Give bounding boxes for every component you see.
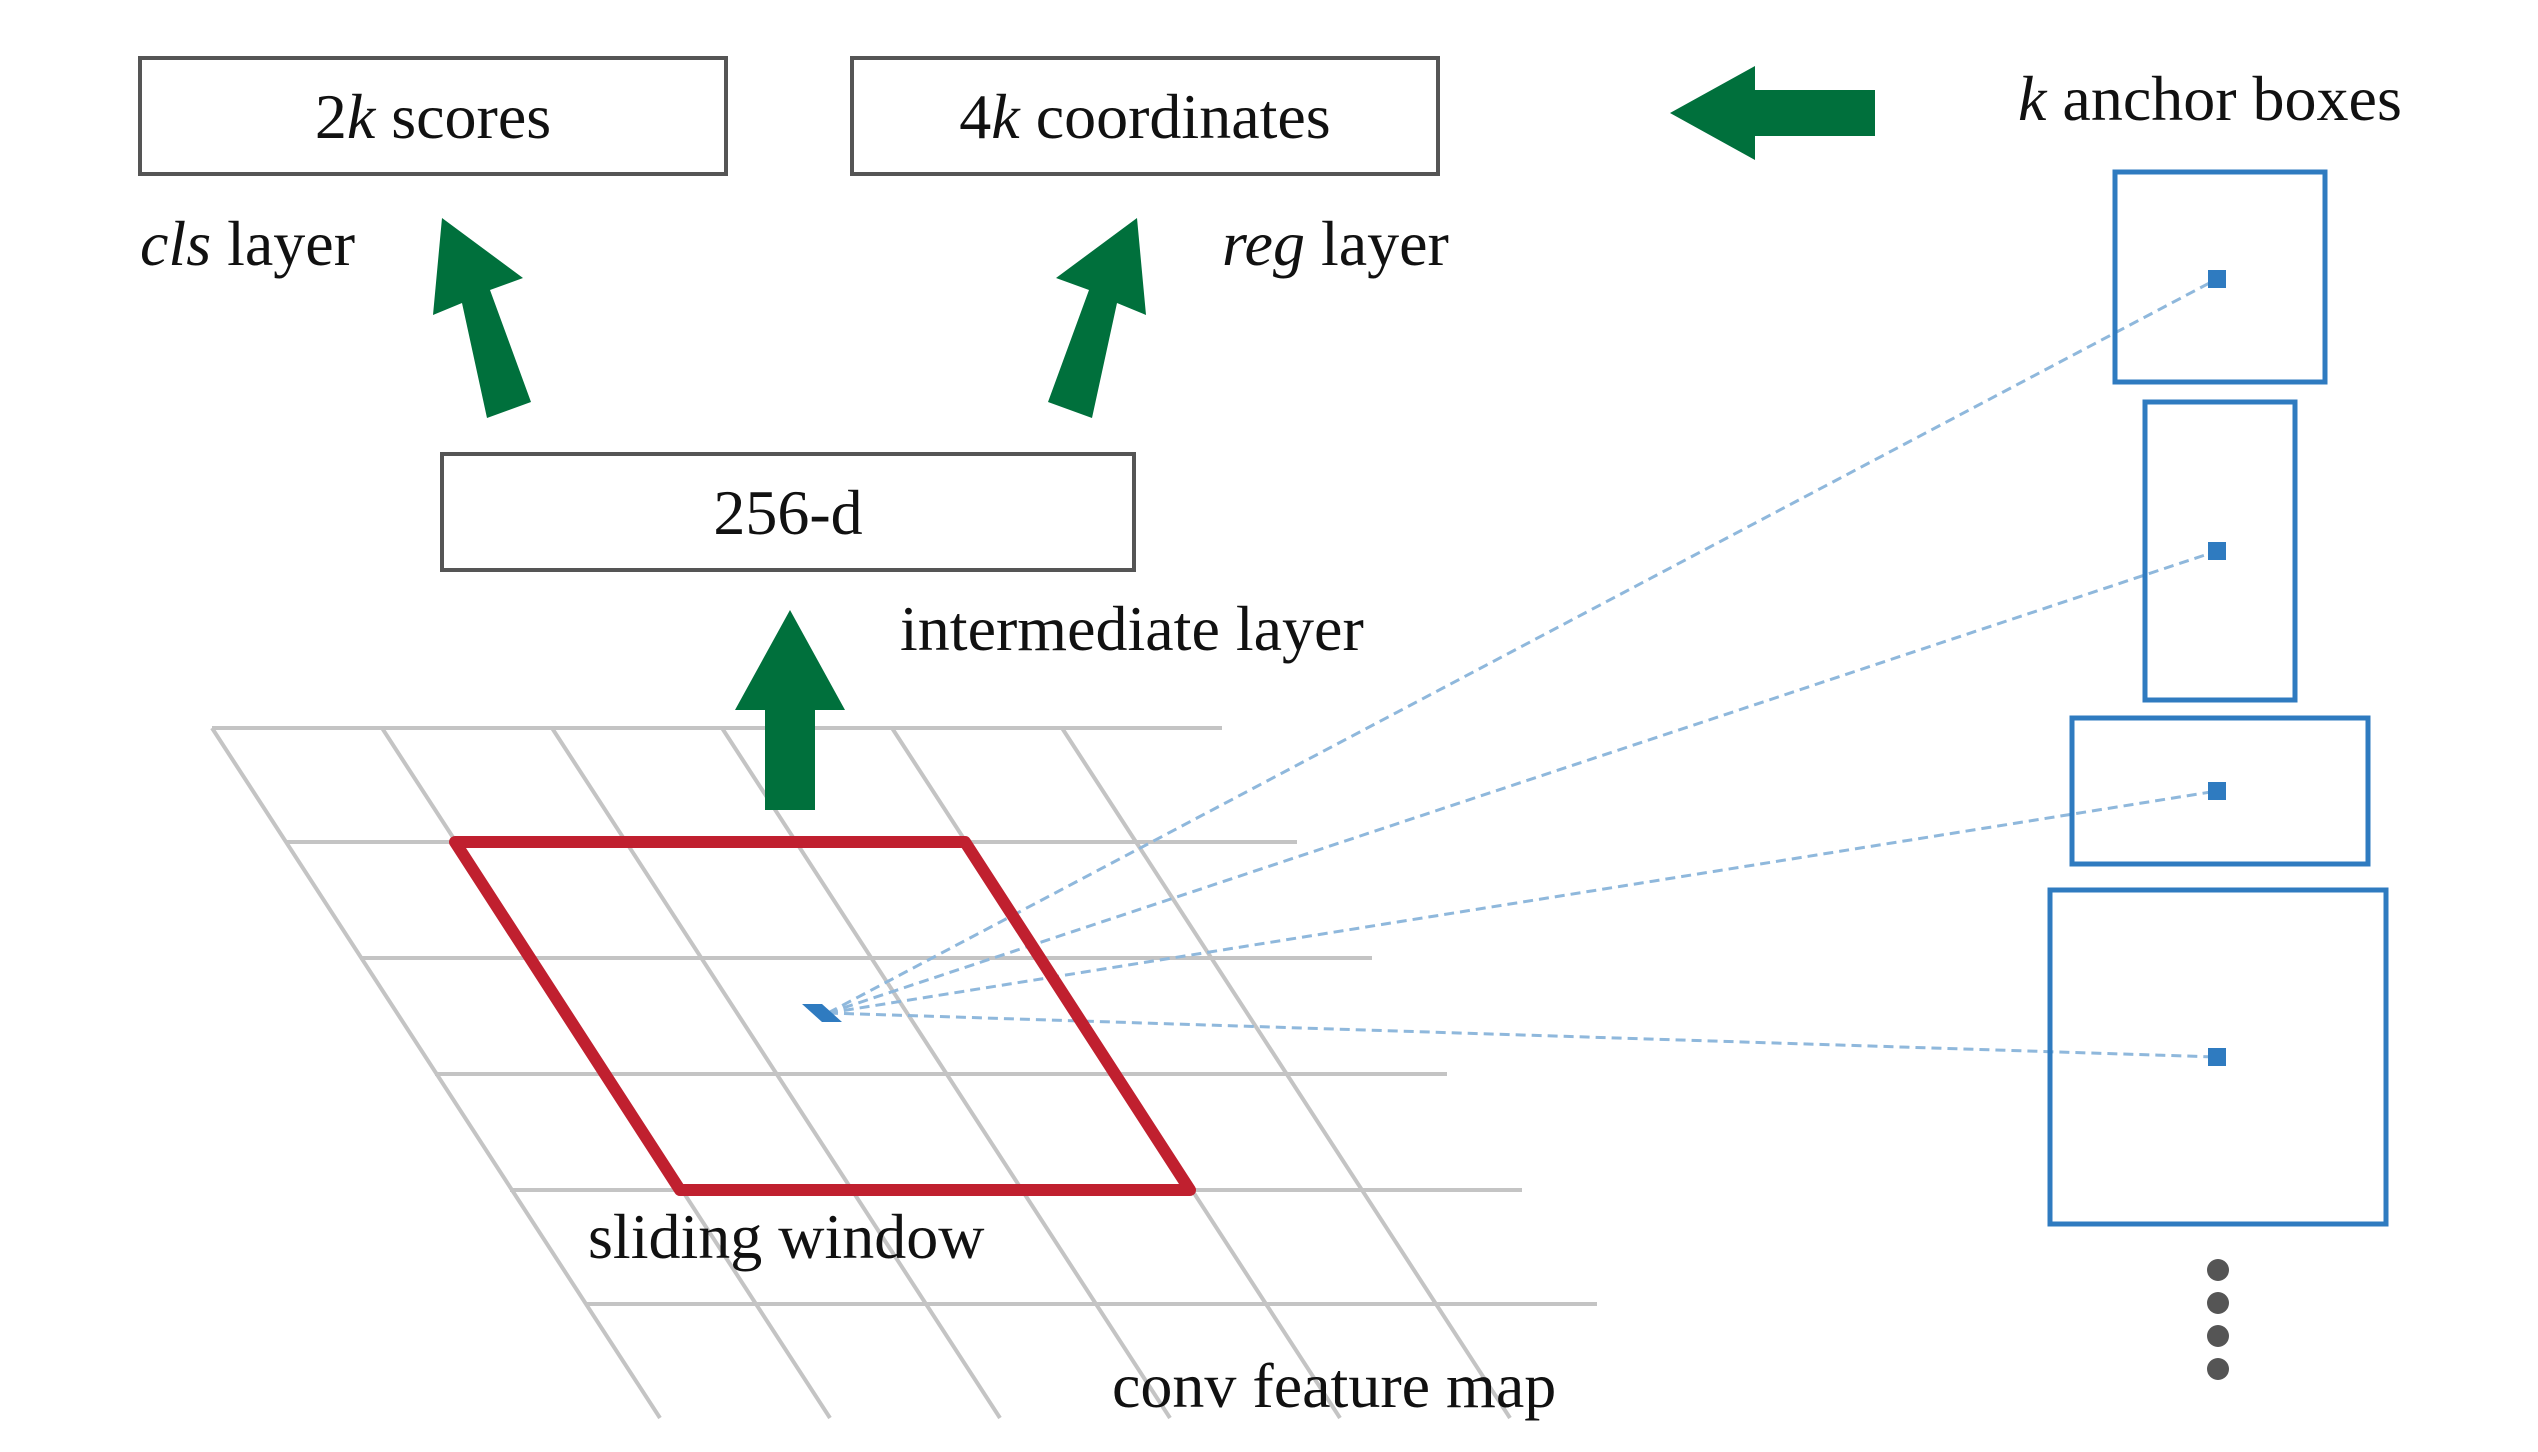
sliding-window-outline — [449, 836, 1196, 1196]
arrows-group — [433, 66, 1875, 810]
intermediate-layer-label: intermediate layer — [900, 593, 1364, 664]
sliding-window-label: sliding window — [588, 1201, 984, 1272]
anchor-center-3 — [2208, 782, 2226, 800]
feature-map-grid — [210, 726, 1597, 1420]
anchor-box-1 — [2112, 169, 2328, 385]
coordinates-box — [850, 56, 1440, 176]
up-arrow-icon — [735, 610, 845, 810]
anchor-box-3 — [2069, 715, 2371, 867]
scores-box-label: 2k scores — [315, 81, 551, 152]
anchor-boxes-label: k anchor boxes — [2018, 63, 2402, 134]
anchor-correspondence-lines — [827, 277, 2218, 1059]
reg-layer-label: reg layer — [1222, 208, 1449, 279]
up-arrow-to-cls-icon — [433, 218, 531, 418]
intermediate-box — [440, 452, 1136, 572]
anchor-correspondence-line — [827, 789, 2218, 1015]
intermediate-box-label: 256-d — [713, 477, 862, 548]
left-arrow-icon — [1670, 66, 1875, 160]
anchor-center-4 — [2208, 1048, 2226, 1066]
window-center-point — [802, 1004, 842, 1022]
conv-feature-map-label: conv feature map — [1112, 1350, 1556, 1421]
anchor-center-1 — [2208, 270, 2226, 288]
anchor-center-2 — [2208, 542, 2226, 560]
scores-box — [138, 56, 728, 176]
anchor-correspondence-line — [827, 549, 2218, 1015]
grid-column-line — [210, 726, 662, 1420]
up-arrow-to-reg-icon — [1048, 218, 1146, 418]
vertical-ellipsis-icon — [2207, 1259, 2229, 1380]
coordinates-box-label: 4k coordinates — [959, 81, 1330, 152]
anchor-correspondence-line — [827, 1011, 2218, 1059]
anchor-box-4 — [2047, 887, 2389, 1227]
anchor-boxes-group — [2047, 169, 2389, 1227]
cls-layer-label: cls layer — [140, 208, 355, 279]
grid-column-line — [1060, 726, 1512, 1420]
anchor-correspondence-line — [827, 277, 2218, 1015]
anchor-box-2 — [2142, 399, 2298, 703]
